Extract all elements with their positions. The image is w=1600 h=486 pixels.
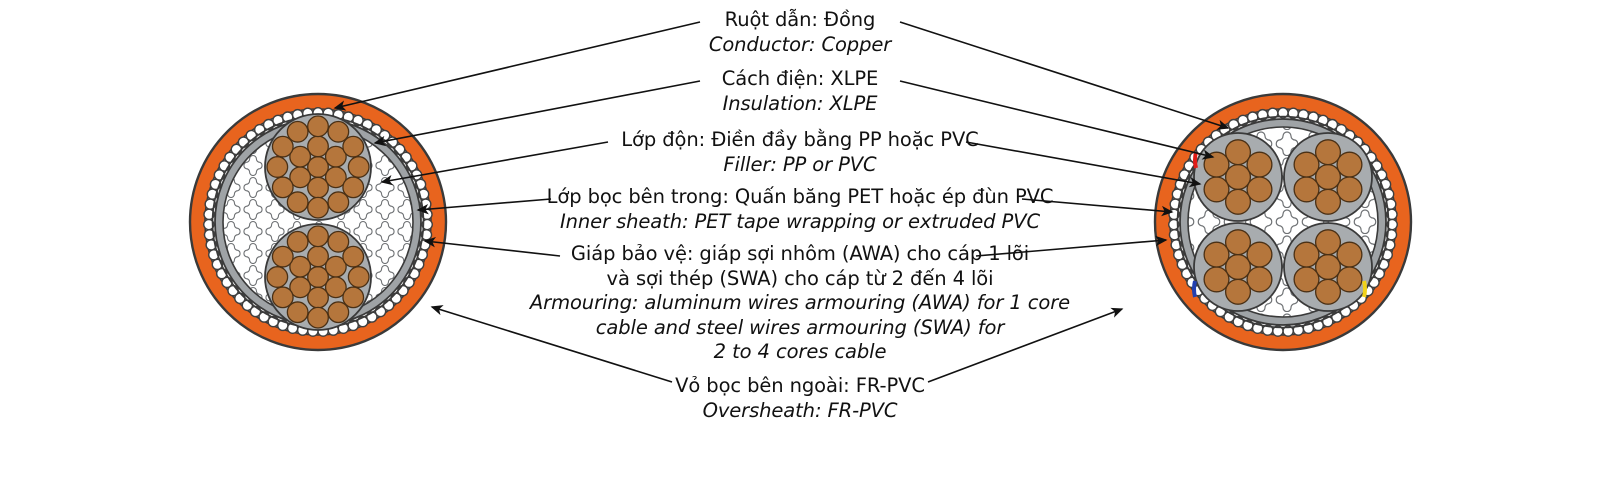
- conductor-strand: [1314, 229, 1342, 256]
- label-oversheath: Vỏ bọc bên ngoài: FR-PVC Oversheath: FR-…: [675, 374, 925, 423]
- right-core-3: [1193, 222, 1283, 312]
- label-oversheath-en: Oversheath: FR-PVC: [702, 398, 898, 422]
- conductor-strand: [286, 230, 309, 253]
- label-filler: Lớp độn: Điền đầy bằng PP hoặc PVC Fille…: [621, 128, 979, 177]
- left-core-2: [264, 223, 372, 331]
- label-armouring-en-2: cable and steel wires armouring (SWA) fo…: [595, 315, 1005, 339]
- right-phase-marker-blue: [1192, 280, 1197, 298]
- leader-lines: [333, 21, 1230, 383]
- right-core-1: [1193, 132, 1283, 222]
- conductor-strand: [327, 301, 350, 324]
- label-armouring-vi-1: Giáp bảo vệ: giáp sợi nhôm (AWA) cho cáp…: [570, 242, 1030, 265]
- conductor-strand: [347, 266, 370, 288]
- conductor-strand: [286, 120, 309, 143]
- left-cable: [188, 92, 448, 352]
- conductor-strand: [1314, 139, 1342, 166]
- label-inner-sheath-vi: Lớp bọc bên trong: Quấn băng PET hoặc ép…: [546, 185, 1054, 208]
- conductor-strand: [271, 286, 294, 309]
- leader-filler-left: [380, 141, 609, 186]
- conductor-strand: [342, 135, 365, 158]
- conductor-strand: [327, 191, 350, 214]
- conductor-strand: [1336, 176, 1363, 203]
- leader-oversheath-left: [430, 305, 673, 383]
- label-insulation-en: Insulation: XLPE: [722, 91, 878, 115]
- conductor-strand: [324, 166, 347, 189]
- conductor-strand: [327, 230, 350, 253]
- label-armouring-en-1: Armouring: aluminum wires armouring (AWA…: [529, 291, 1071, 315]
- right-armour-inner-edge: [1176, 115, 1390, 329]
- right-core-4: [1283, 222, 1373, 312]
- conductor-strand: [342, 176, 365, 199]
- leader-conductor-right: [899, 21, 1230, 130]
- leader-armouring-left: [423, 236, 561, 257]
- conductor-strand: [1224, 229, 1252, 256]
- conductor-strand: [266, 266, 289, 288]
- conductor-strand: [1314, 278, 1342, 305]
- label-conductor-vi: Ruột dẫn: Đồng: [724, 8, 876, 31]
- label-armouring-vi-2: và sợi thép (SWA) cho cáp từ 2 đến 4 lõi: [606, 266, 994, 290]
- conductor-strand: [327, 120, 350, 143]
- armour-wire: [1266, 107, 1279, 120]
- conductor-strand: [271, 176, 294, 199]
- conductor-strand: [266, 156, 289, 178]
- leader-armouring-right: [975, 235, 1168, 257]
- label-conductor-en: Conductor: Copper: [708, 32, 892, 56]
- right-phase-marker-yellow: [1362, 280, 1367, 298]
- label-insulation-vi: Cách điện: XLPE: [721, 67, 879, 90]
- right-core-2: [1283, 132, 1373, 222]
- conductor-strand: [1224, 278, 1252, 305]
- label-oversheath-vi: Vỏ bọc bên ngoài: FR-PVC: [675, 374, 925, 397]
- conductor-strand: [1246, 176, 1273, 203]
- conductor-strand: [289, 145, 312, 168]
- conductor-strand: [1203, 241, 1230, 268]
- conductor-strand: [307, 306, 329, 329]
- conductor-strand: [307, 196, 329, 219]
- label-conductor: Ruột dẫn: Đồng Conductor: Copper: [709, 8, 891, 57]
- leader-oversheath-right: [927, 307, 1124, 383]
- leader-inner-sheath-left: [416, 198, 552, 215]
- conductor-strand: [1224, 188, 1252, 215]
- right-cable: [1153, 92, 1413, 352]
- label-filler-en: Filler: PP or PVC: [723, 152, 877, 176]
- conductor-strand: [307, 115, 329, 138]
- conductor-strand: [1293, 151, 1320, 178]
- conductor-strand: [271, 135, 294, 158]
- conductor-strand: [289, 255, 312, 278]
- conductor-strand: [1336, 266, 1363, 293]
- conductor-strand: [347, 156, 370, 178]
- label-armouring-en-3: 2 to 4 cores cable: [713, 340, 887, 364]
- leader-conductor-left: [333, 21, 701, 111]
- leader-inner-sheath-right: [1021, 198, 1174, 217]
- conductor-strand: [342, 245, 365, 268]
- leader-insulation-right: [899, 80, 1215, 160]
- label-inner-sheath-en: Inner sheath: PET tape wrapping or extru…: [560, 209, 1040, 233]
- label-armouring: Giáp bảo vệ: giáp sợi nhôm (AWA) cho cáp…: [530, 242, 1070, 365]
- left-core-1: [264, 113, 372, 221]
- conductor-strand: [271, 245, 294, 268]
- conductor-strand: [1246, 266, 1273, 293]
- conductor-strand: [286, 191, 309, 214]
- conductor-strand: [1314, 188, 1342, 215]
- right-cores: [1193, 132, 1373, 312]
- conductor-strand: [307, 225, 329, 248]
- left-armour-wires: [203, 107, 433, 337]
- leader-insulation-left: [373, 80, 701, 147]
- conductor-strand: [1293, 241, 1320, 268]
- conductor-strand: [324, 276, 347, 299]
- conductor-strand: [286, 301, 309, 324]
- label-inner-sheath: Lớp bọc bên trong: Quấn băng PET hoặc ép…: [547, 185, 1054, 234]
- conductor-strand: [342, 286, 365, 309]
- conductor-strand: [1224, 139, 1252, 166]
- leader-filler-right: [965, 141, 1202, 188]
- label-filler-vi: Lớp độn: Điền đầy bằng PP hoặc PVC: [621, 128, 979, 151]
- label-insulation: Cách điện: XLPE Insulation: XLPE: [722, 67, 879, 116]
